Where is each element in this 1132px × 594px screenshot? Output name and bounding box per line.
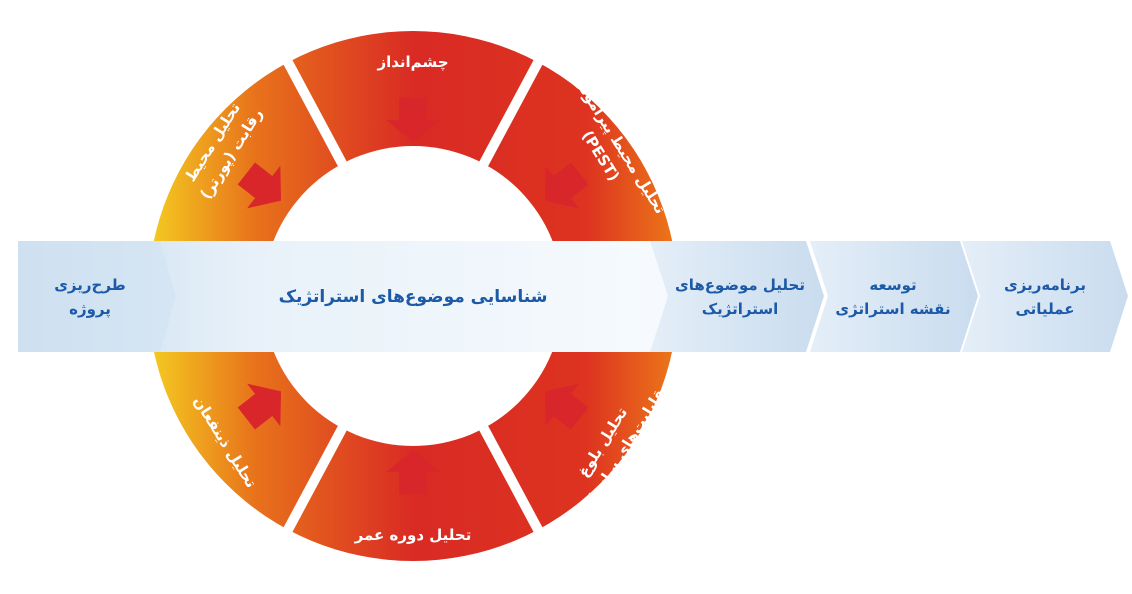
step-map-line2: نقشه استراتژی bbox=[835, 300, 950, 318]
arrow-bottom bbox=[386, 450, 440, 494]
arrow-bottom-right bbox=[544, 383, 589, 430]
ring-arrows bbox=[237, 98, 589, 494]
chevron-operational bbox=[962, 241, 1128, 352]
step-analysis-line2: استراتژیک bbox=[702, 300, 778, 318]
arrow-top-right bbox=[544, 162, 589, 209]
arrow-bottom-left bbox=[237, 383, 282, 430]
center-title: شناسایی موضوع‌های استراتژیک bbox=[279, 287, 548, 307]
step-map-line1: توسعه bbox=[869, 276, 916, 294]
segment-top-label: چشم‌انداز bbox=[376, 53, 448, 72]
band-left-edge bbox=[18, 241, 176, 352]
arrow-top bbox=[386, 98, 440, 142]
step-operational-line1: برنامه‌ریزی bbox=[1004, 276, 1086, 294]
chevron-analysis bbox=[650, 241, 824, 352]
band-left-line1: طرح‌ریزی bbox=[54, 276, 126, 294]
arrow-top-left bbox=[237, 162, 282, 209]
segment-bottom-label: تحلیل دوره عمر bbox=[354, 526, 472, 544]
band-left-line2: پروژه bbox=[69, 300, 111, 319]
chevron-map bbox=[810, 241, 978, 352]
step-analysis-line1: تحلیل موضوع‌های bbox=[675, 276, 805, 294]
step-operational-line2: عملیاتی bbox=[1016, 300, 1075, 318]
